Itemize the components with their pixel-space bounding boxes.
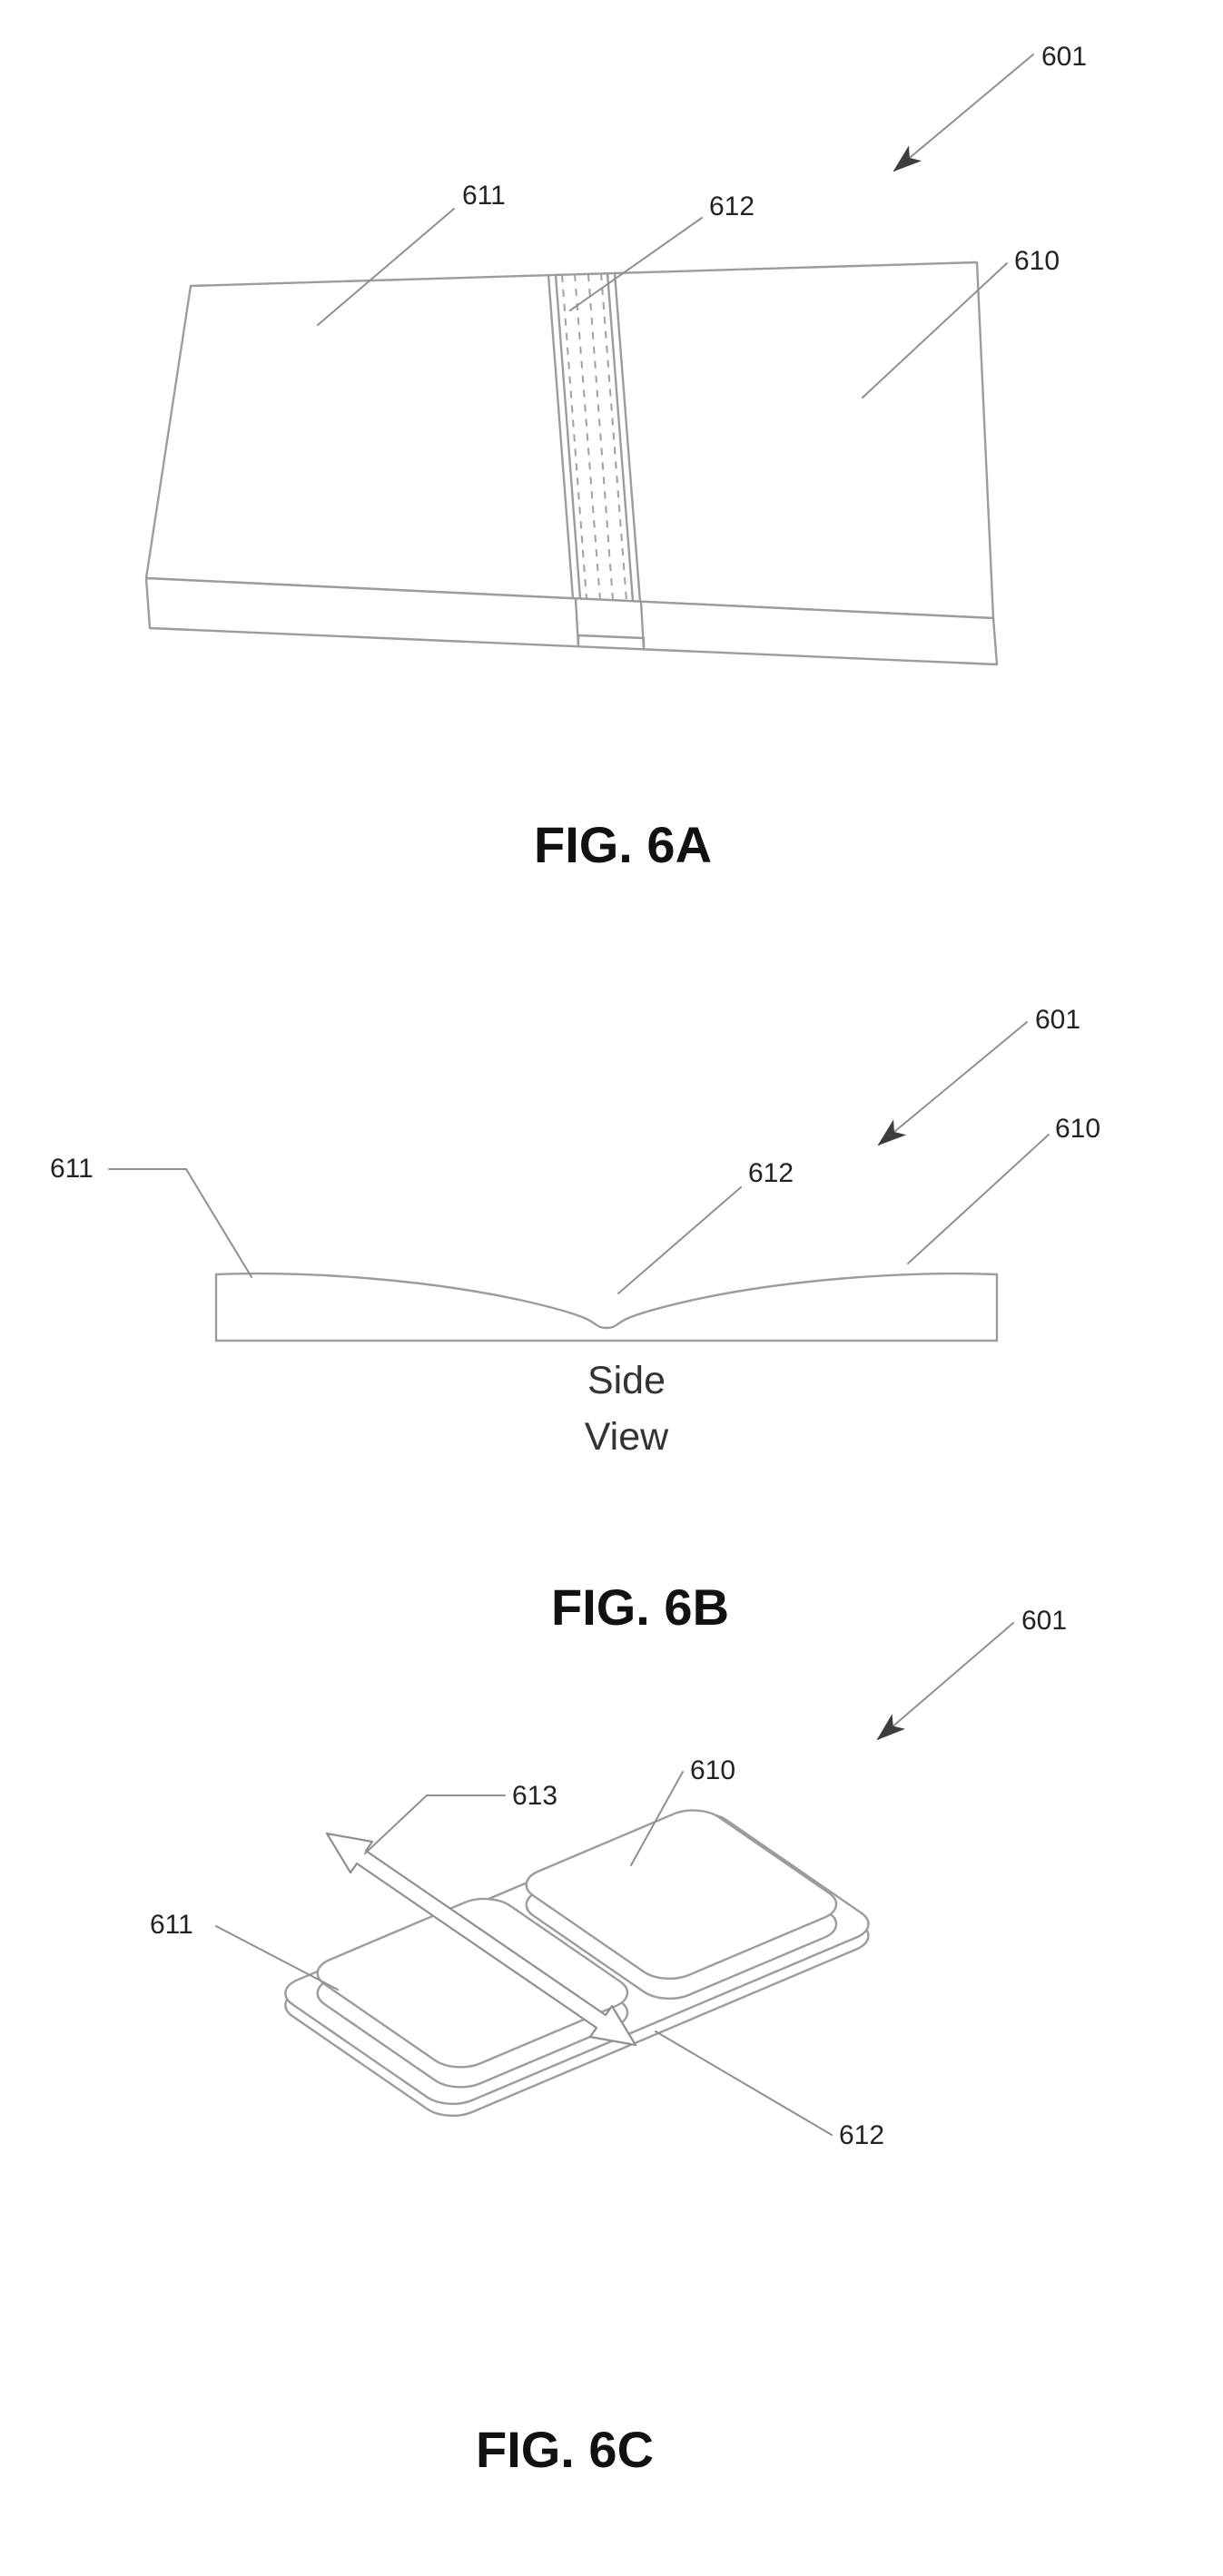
fig6c-ref-613: 613 [512,1781,557,1811]
fig6a-ref-601: 601 [1041,42,1087,72]
fig6b-leader-611 [108,1168,252,1278]
fig6b-leader-612 [617,1186,742,1294]
fig6c-caption: FIG. 6C [476,2421,654,2478]
fig6a-hinge-right-edge [613,271,642,604]
fig6b-ref-601: 601 [1035,1005,1080,1035]
fig6b-leader-601 [877,1021,1028,1146]
fig6a-ref-611: 611 [462,181,506,211]
fig6b-ref-611: 611 [50,1154,94,1184]
fig6b-leader-610 [907,1134,1050,1264]
fig6c-ref-610: 610 [690,1755,735,1785]
fig6b-view-label-line1: Side [587,1359,666,1402]
fig6a-hinge-dashed-line-2 [574,273,601,601]
fig6a-hinge-front-notch [577,634,646,651]
fig6a-hinge-dashed-line-3 [587,273,614,601]
fig6a-ref-612: 612 [709,192,755,221]
fig6c-right-block-top [513,1804,849,1986]
fig6b-drawing: 601 611 612 610 Side View FIG. 6B [50,1005,1100,1636]
fig6c-ref-601: 601 [1021,1606,1067,1636]
fig6a-leader-612 [569,217,703,311]
fig6b-ref-612: 612 [748,1158,794,1188]
fig6c-block-tops-group [304,1804,849,2074]
fig6c-left-block-top [304,1892,640,2074]
fig6a-ref-610: 610 [1014,246,1060,276]
fig6b-ref-610: 610 [1055,1114,1100,1144]
fig6c-leader-611 [215,1925,339,1991]
fig6a-leader-611 [317,208,455,326]
fig6c-leader-610 [630,1771,684,1866]
fig6c-slide-arrow [325,1832,637,2047]
fig6b-view-label-line2: View [585,1415,669,1459]
fig6a-hinge-left-inner-edge [554,273,582,600]
fig6a-hinge-dashed-line-1 [561,274,587,600]
fig6a-drawing: 601 611 612 610 FIG. 6A [144,42,1087,873]
fig6a-leader-601 [893,54,1034,172]
fig6a-device-front-face [144,576,999,666]
fig6a-hinge-right-inner-edge [606,271,635,603]
fig6c-leader-601 [876,1622,1014,1741]
fig6a-hinge-left-edge [547,273,575,600]
fig6b-caption: FIG. 6B [551,1578,729,1636]
fig6a-caption: FIG. 6A [534,816,712,873]
fig6c-leader-613 [364,1794,506,1854]
fig6c-drawing: 601 613 610 611 612 FIG. 6C [150,1606,1067,2478]
fig6a-leader-610 [862,262,1008,398]
fig6c-ref-612: 612 [839,2120,884,2150]
fig6c-leader-612 [655,2030,833,2136]
fig6b-side-profile [214,1272,999,1342]
fig6c-ref-611: 611 [150,1910,193,1940]
fig6a-hinge-dashed-line-4 [600,272,627,602]
